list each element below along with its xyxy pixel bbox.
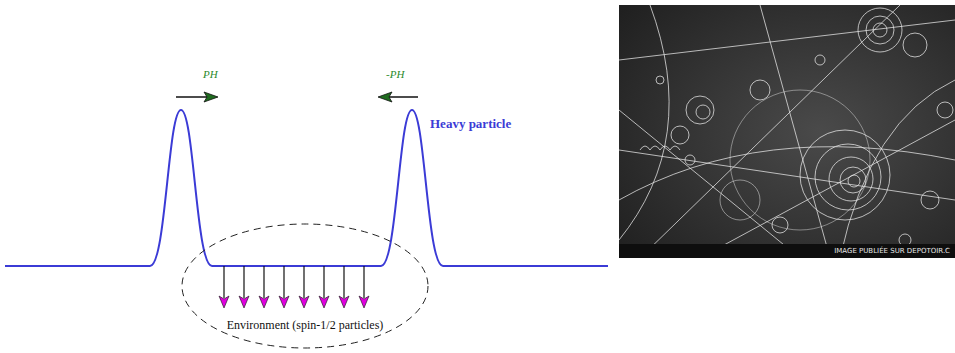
momentum-label: -PH [386,68,404,80]
environment-label: Environment (spin-1/2 particles) [227,318,384,333]
bubble-chamber-photo [619,5,955,258]
momentum-label: PH [203,68,218,80]
spin-arrows [219,266,369,308]
heavy-particle-label: Heavy particle [430,116,511,132]
wave-curve [5,110,608,266]
momentum-arrow [176,92,218,102]
momentum-arrow [378,92,418,102]
watermark: IMAGE PUBLIÉE SUR DEPOTOIR.C [834,247,950,255]
environment-ellipse: Environment (spin-1/2 particles) [180,222,430,350]
